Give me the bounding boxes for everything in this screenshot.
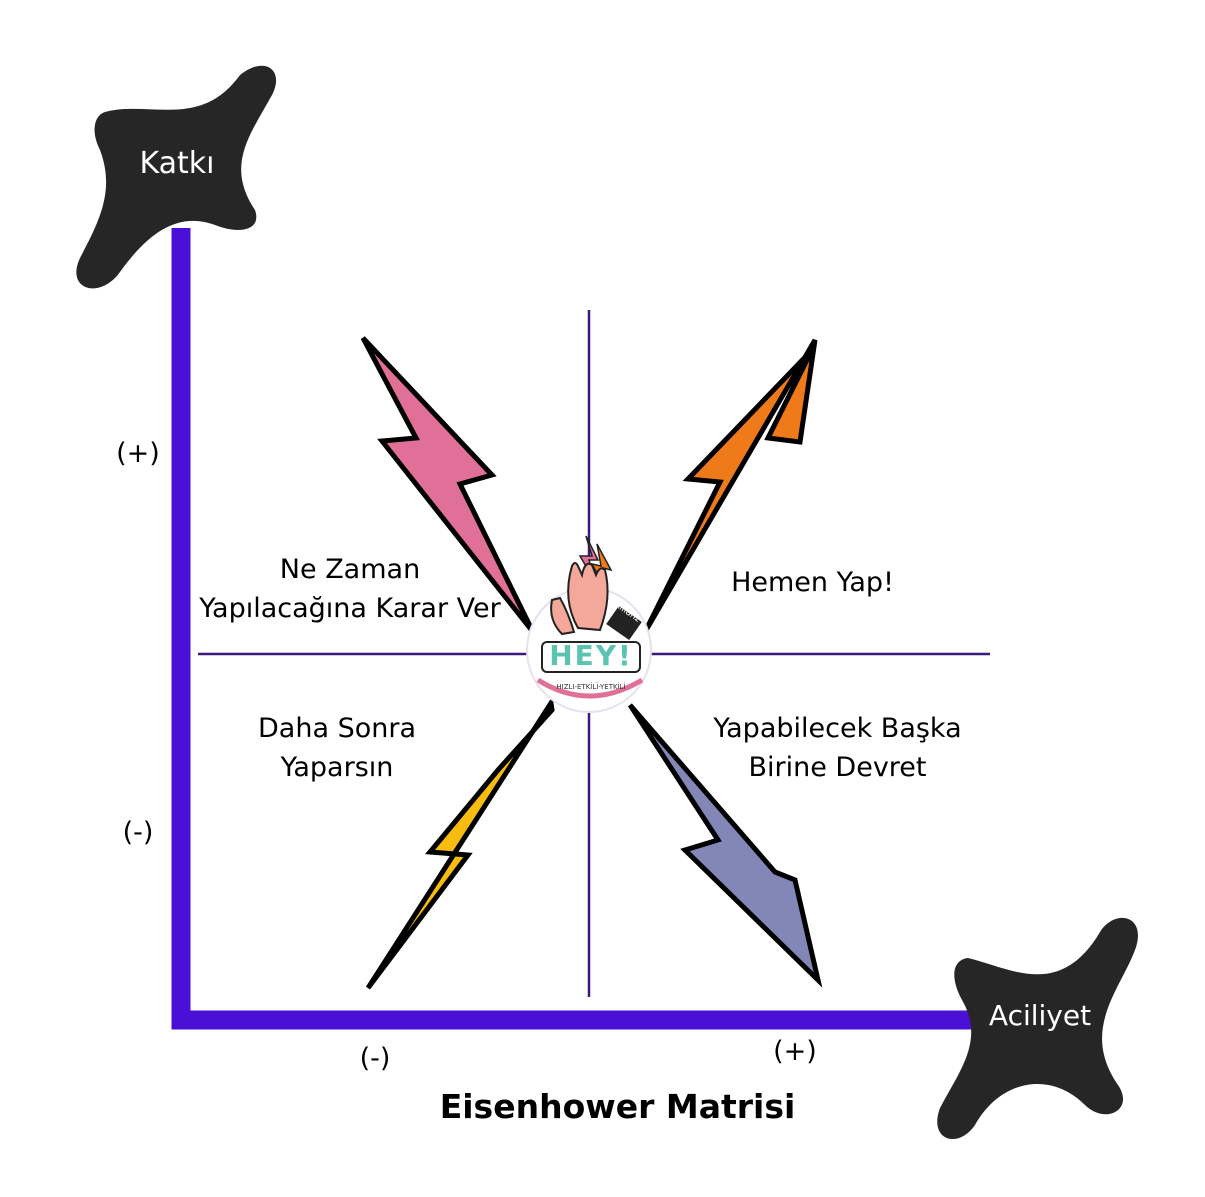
diagram-title: Eisenhower Matrisi — [439, 1087, 796, 1126]
quadrant-top-right-label: Hemen Yap! — [705, 563, 920, 602]
quadrant-bottom-right-line-1: Yapabilecek Başka — [713, 713, 962, 744]
quadrant-bottom-right-label: Yapabilecek Başka Birine Devret — [700, 709, 975, 787]
quadrant-top-left-line-1: Ne Zaman — [279, 554, 421, 585]
aciliyet-star-icon — [937, 917, 1138, 1140]
x-axis-low-label: (-) — [359, 1043, 391, 1074]
bolt-top-right-icon — [642, 338, 818, 634]
quadrant-bottom-left-line-2: Yaparsın — [280, 752, 394, 784]
quadrant-bottom-left-line-1: Daha Sonra — [258, 713, 416, 744]
bolt-bottom-right-icon — [627, 703, 823, 988]
quadrant-bottom-right-line-2: Birine Devret — [748, 752, 927, 784]
logo-title: HEY! — [549, 639, 633, 672]
logo-subtitle: HIZLI-ETKİLİ-YETKİLİ — [556, 683, 626, 691]
quadrant-top-left-label: Ne Zaman Yapılacağına Karar Ver — [190, 550, 510, 628]
quadrant-bottom-left-label: Daha Sonra Yaparsın — [227, 709, 447, 787]
katki-star-icon — [76, 65, 277, 289]
quadrant-top-right-line-1: Hemen Yap! — [731, 567, 894, 598]
y-axis-label: Katkı — [139, 146, 215, 181]
hey-logo — [526, 535, 652, 713]
bolt-bottom-left-icon — [365, 695, 555, 990]
x-axis-label: Aciliyet — [988, 999, 1092, 1032]
y-axis-high-label: (+) — [116, 438, 160, 469]
y-axis-low-label: (-) — [122, 817, 154, 848]
quadrant-top-left-line-2: Yapılacağına Karar Ver — [199, 593, 501, 625]
axis-lines — [171, 228, 985, 1030]
x-axis-high-label: (+) — [773, 1036, 817, 1067]
